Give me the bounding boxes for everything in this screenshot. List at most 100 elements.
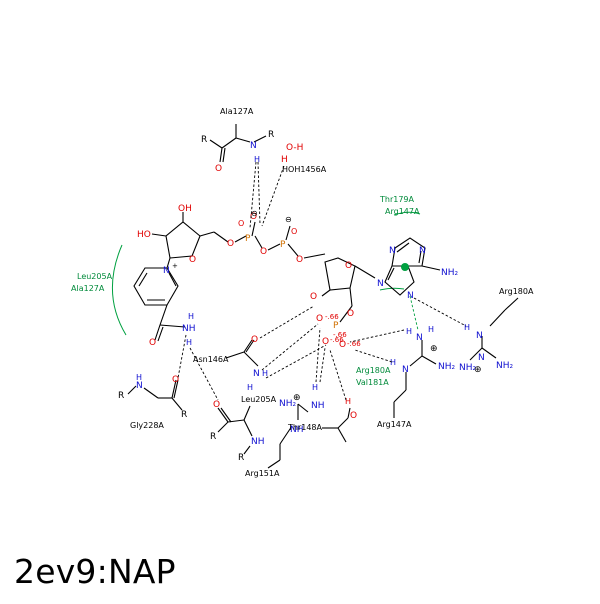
arg147a-h-top: H xyxy=(406,327,412,336)
charge-3: -.66 xyxy=(347,340,361,348)
label-thr179a: Thr179A xyxy=(379,195,415,204)
adenosine-o5: O xyxy=(296,255,303,265)
green-hydrogen-bond xyxy=(409,295,419,331)
arg180a-right-fragment xyxy=(469,297,519,361)
gly228a-fragment xyxy=(127,379,183,411)
label-ala127a-left: Ala127A xyxy=(71,284,105,293)
label-gly228a: Gly228A xyxy=(130,421,164,430)
nicotinamide-ring xyxy=(133,257,186,342)
ala127a-h: H xyxy=(254,155,260,164)
water-h: H xyxy=(281,155,288,165)
gly228a-oxygen: O xyxy=(172,375,179,385)
label-ala127a: Ala127A xyxy=(220,107,254,116)
charge-1: -.66 xyxy=(325,313,339,321)
nicotinamide-n-plus: N xyxy=(163,266,170,276)
arg180a-nh2-left: NH₂ xyxy=(459,363,477,373)
bridge-oxygen: O xyxy=(260,247,267,257)
ribose-o5: O xyxy=(227,239,234,249)
arg180a-plus: ⊕ xyxy=(474,365,482,375)
label-asn146a: Asn146A xyxy=(193,355,229,364)
leu205a-nh: NH xyxy=(251,437,265,447)
phosphate-ester-o: O xyxy=(347,309,354,319)
p3-oxygen-c: O xyxy=(339,340,346,350)
asn146a-oxygen: O xyxy=(251,335,258,345)
arg151a-h: H xyxy=(312,383,318,392)
ribose-right-ring-oxygen: O xyxy=(345,261,352,271)
thr148a-oxygen: O xyxy=(350,411,357,421)
label-leu205a-left: Leu205A xyxy=(77,272,113,281)
label-arg180a: Arg180A xyxy=(499,287,534,296)
arg147a-fragment xyxy=(393,340,437,418)
thr148a-h: H xyxy=(345,397,351,406)
pyrophosphate xyxy=(234,221,299,257)
ribose-hydroxyl-left: HO xyxy=(137,230,151,240)
phosphate-p2: P xyxy=(280,240,286,250)
ribose-right-oxygen: O xyxy=(310,292,317,302)
label-hoh1456a: HOH1456A xyxy=(282,165,327,174)
arg151a-fragment xyxy=(267,403,309,469)
adenine-n9: N xyxy=(377,279,384,289)
phosphate-o1b: O xyxy=(238,219,244,228)
label-leu205a: Leu205A xyxy=(241,395,277,404)
leu205a-r1: R xyxy=(210,432,216,442)
gly228a-n: N xyxy=(136,381,143,391)
ala127a-r2: R xyxy=(268,130,274,140)
ribose-right xyxy=(303,253,376,323)
arg180a-nh: N xyxy=(478,353,485,363)
arg147a-n: N xyxy=(402,365,409,375)
amide-nh: NH xyxy=(182,324,196,334)
arg151a-plus: ⊕ xyxy=(293,393,301,403)
amide-h-top: H xyxy=(188,312,194,321)
hydrogen-bonds xyxy=(177,161,467,401)
label-thr148a: Thr148A xyxy=(287,423,323,432)
arg147a-n-top: N xyxy=(416,333,423,343)
positive-charge-mark: + xyxy=(172,262,178,270)
arg147a-nh2: NH₂ xyxy=(438,362,456,372)
p3-oxygen-a: O xyxy=(316,314,323,324)
arg147a-plus: ⊕ xyxy=(430,344,438,354)
gly228a-r1: R xyxy=(118,391,124,401)
ala127a-top-fragment xyxy=(209,124,267,163)
amide-h-bottom: H xyxy=(186,338,192,347)
phosphate-minus-2: ⊖ xyxy=(285,215,292,224)
p3-oxygen-b: O xyxy=(322,337,329,347)
phosphate-minus-1: ⊖ xyxy=(251,209,258,218)
ala127a-nitrogen: N xyxy=(250,141,257,151)
arg180a-n: N xyxy=(476,331,483,341)
hydrophobic-arc-left xyxy=(111,244,127,336)
label-val181a: Val181A xyxy=(356,378,389,387)
label-arg147a-top: Arg147A xyxy=(385,207,420,216)
ribose-ring-oxygen: O xyxy=(189,255,196,265)
water-oh: O-H xyxy=(286,143,303,153)
label-arg180a-green: Arg180A xyxy=(356,366,391,375)
phosphate-p3: P xyxy=(333,321,339,331)
amide-oxygen: O xyxy=(149,338,156,348)
asn146a-h2: H xyxy=(247,383,253,392)
leu205a-fragment xyxy=(217,405,253,455)
ala127a-r1: R xyxy=(201,135,207,145)
label-arg151a: Arg151A xyxy=(245,469,280,478)
gly228a-r2: R xyxy=(181,410,187,420)
arg151a-nh: NH xyxy=(311,401,325,411)
asn146a-nh: N xyxy=(253,369,260,379)
arg180a-h: H xyxy=(464,323,470,332)
asn146a-fragment xyxy=(225,339,259,367)
ala127a-oxygen: O xyxy=(215,164,222,174)
adenine-n1: N xyxy=(419,246,426,256)
charge-2: -.66 xyxy=(330,336,344,344)
leu205a-r2: R xyxy=(238,453,244,463)
gly228a-h: H xyxy=(136,373,142,382)
ribose-left xyxy=(151,212,229,259)
phosphate-o1: O xyxy=(250,212,257,222)
arg151a-n: NH xyxy=(290,425,304,435)
phosphate-p1: P xyxy=(245,234,251,244)
adenine-n3: N xyxy=(389,246,396,256)
hydrophobic-arc-thr179 xyxy=(393,211,421,216)
phosphate-o2: O xyxy=(291,227,297,236)
adenine-green-marker xyxy=(401,263,409,271)
label-arg147a-bottom: Arg147A xyxy=(377,420,412,429)
leu205a-oxygen: O xyxy=(213,400,220,410)
arg147a-h-top2: H xyxy=(428,325,434,334)
adenine-nh2: NH₂ xyxy=(441,268,459,278)
